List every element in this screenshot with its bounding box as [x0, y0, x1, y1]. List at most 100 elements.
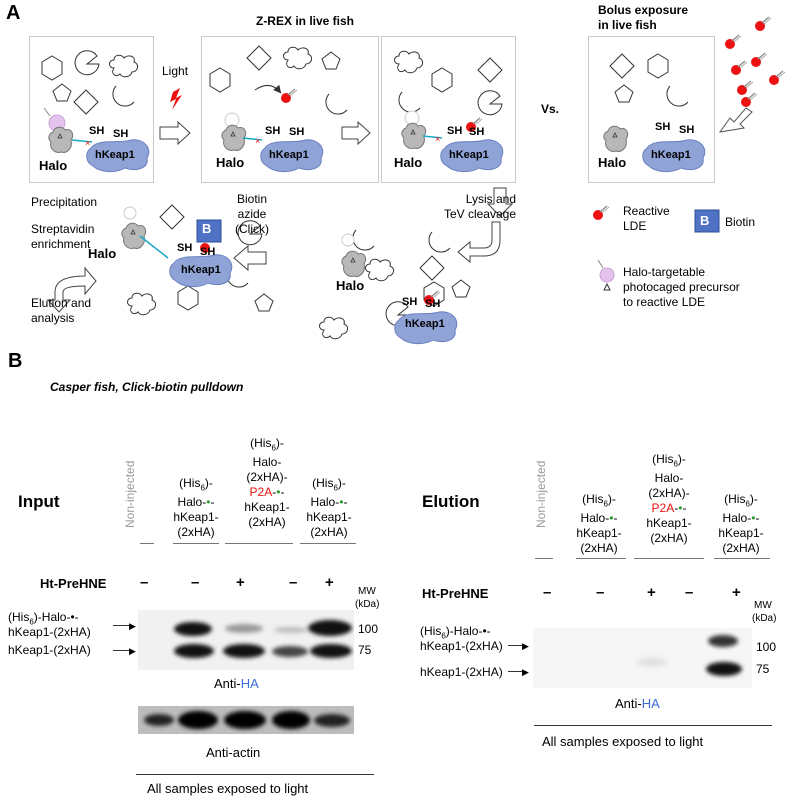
- fusion-band-label-2: hKeap1-(2xHA): [420, 639, 503, 653]
- blot-band: [144, 714, 174, 726]
- group-underline: [714, 558, 770, 559]
- sh-label: SH: [402, 296, 418, 308]
- arrowhead-icon: ▶: [129, 646, 136, 656]
- blot-band: [314, 714, 350, 727]
- light-underline: [136, 774, 374, 775]
- light-underline: [534, 725, 772, 726]
- halo-label: Halo: [39, 158, 68, 173]
- halo-label: Halo: [336, 278, 365, 293]
- panel-a-letter: A: [6, 2, 21, 24]
- light-label: Light: [162, 64, 189, 78]
- svg-text:×: ×: [255, 136, 260, 146]
- mw-100-tick: 100: [358, 622, 379, 636]
- sh-label: SH: [89, 125, 105, 137]
- group-underline: [300, 543, 356, 544]
- sh-label: SH: [265, 125, 281, 137]
- input-ha-blot: [138, 610, 354, 670]
- group-underline: [576, 558, 626, 559]
- sh-label: SH: [200, 246, 216, 258]
- sh-label: SH: [447, 125, 463, 137]
- col-header-halo-keap1: (His6)- Halo-•- hKeap1- (2xHA): [306, 476, 352, 540]
- arrowhead-icon: ▶: [522, 641, 529, 651]
- blot-band: [272, 711, 310, 729]
- treatment-minus: –: [685, 584, 694, 601]
- panel-b-letter: B: [8, 350, 23, 372]
- treatment-plus: +: [732, 584, 741, 601]
- vs-label: Vs.: [541, 102, 560, 116]
- svg-text:×: ×: [85, 138, 90, 148]
- hkeap1-label: hKeap1: [651, 149, 691, 161]
- hkeap1-label: hKeap1: [181, 264, 221, 276]
- blot-band: [272, 646, 308, 657]
- mw-label: MW: [754, 600, 772, 611]
- mw-75-tick: 75: [358, 643, 372, 657]
- band-pointer-arrow: [113, 650, 133, 651]
- treatment-plus: +: [647, 584, 656, 601]
- blot-band: [178, 711, 218, 729]
- lysis-label: Lysis and TeV cleavage: [443, 192, 516, 221]
- halo-label: Halo: [88, 246, 117, 261]
- band-pointer-arrow: [508, 645, 526, 646]
- sh-label: SH: [113, 128, 129, 140]
- blot-band: [174, 644, 214, 658]
- non-injected-label: Non-injected: [123, 460, 137, 528]
- treatment-minus: –: [543, 584, 552, 601]
- bolus-title: Bolus exposure in live fish: [598, 3, 689, 32]
- fusion-band-label: (His6)-Halo-•-: [8, 610, 79, 627]
- group-underline: [634, 558, 704, 559]
- streptavidin-label: Streptavidin enrichment: [31, 222, 95, 251]
- sh-label: SH: [469, 126, 485, 138]
- arrowhead-icon: ▶: [129, 621, 136, 631]
- svg-text:×: ×: [435, 134, 440, 144]
- biotin-azide-label: Biotin azide (Click): [235, 192, 269, 236]
- elution-analysis-label: Elution and analysis: [31, 296, 92, 325]
- hkeap1-label: hKeap1: [449, 149, 489, 161]
- sh-label: SH: [289, 126, 305, 138]
- panel-b-subtitle: Casper fish, Click-biotin pulldown: [50, 380, 244, 394]
- input-title: Input: [18, 492, 60, 511]
- hkeap1-label: hKeap1: [269, 149, 309, 161]
- band-pointer-arrow: [113, 625, 133, 626]
- ht-prehne-label: Ht-PreHNE: [40, 576, 107, 591]
- blot-band: [224, 711, 266, 729]
- kda-label: (kDa): [752, 613, 777, 624]
- legend-biotin: Biotin: [725, 215, 756, 229]
- elution-title: Elution: [422, 492, 480, 511]
- elution-ha-blot: [533, 628, 752, 688]
- treatment-plus: +: [325, 574, 334, 591]
- col-header-halo-p2a-keap1: (His6)- Halo- (2xHA)- P2A-•- hKeap1- (2x…: [244, 436, 290, 530]
- actin-blot: [138, 706, 354, 734]
- legend-precursor: Halo-targetable photocaged precursor to …: [623, 265, 740, 309]
- blot-band: [637, 658, 667, 666]
- treatment-plus: +: [236, 574, 245, 591]
- halo-label: Halo: [598, 155, 627, 170]
- legend-reactive-lde: Reactive LDE: [623, 204, 670, 233]
- non-injected-label: Non-injected: [534, 460, 548, 528]
- blot-band: [223, 644, 265, 658]
- mw-label: MW: [358, 586, 376, 597]
- all-light-label: All samples exposed to light: [147, 781, 309, 796]
- halo-label: Halo: [216, 155, 245, 170]
- all-light-label: All samples exposed to light: [542, 734, 704, 749]
- treatment-minus: –: [596, 584, 605, 601]
- group-underline: [173, 543, 219, 544]
- group-underline: [140, 543, 154, 544]
- col-header-halo-p2a-keap1: (His6)- Halo- (2xHA)- P2A-•- hKeap1- (2x…: [646, 452, 692, 546]
- treatment-minus: –: [289, 574, 298, 591]
- group-underline: [225, 543, 293, 544]
- keap-band-label: hKeap1-(2xHA): [420, 665, 503, 679]
- mw-100-tick: 100: [756, 640, 777, 654]
- blot-band: [308, 620, 352, 636]
- sh-label: SH: [679, 124, 695, 136]
- precipitation-label: Precipitation: [31, 195, 98, 209]
- blot-band: [274, 627, 308, 633]
- blot-band: [310, 644, 352, 658]
- keap-band-label: hKeap1-(2xHA): [8, 643, 91, 657]
- fusion-band-label-2: hKeap1-(2xHA): [8, 625, 91, 639]
- panel-a-illustration: × × ×: [41, 16, 786, 345]
- anti-ha-label: Anti-HA: [214, 676, 259, 691]
- blot-band: [706, 662, 742, 676]
- sh-label: SH: [177, 242, 193, 254]
- fusion-band-label: (His6)-Halo-•-: [420, 624, 491, 641]
- sh-label: SH: [655, 121, 671, 133]
